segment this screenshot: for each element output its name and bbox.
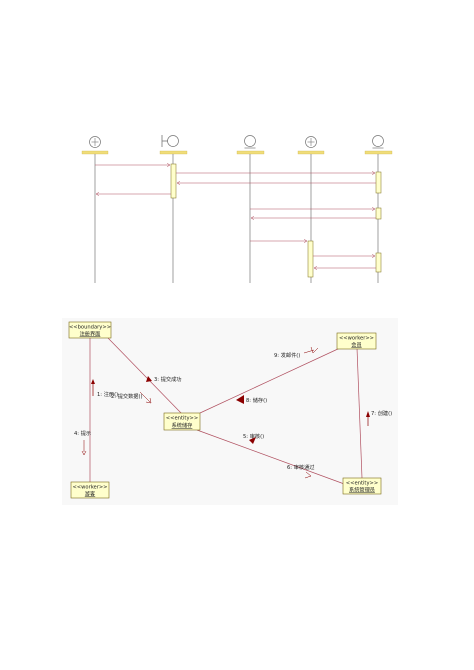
box-stereotype: <<worker>> — [72, 485, 107, 491]
box-reg-ui: <<boundary>> 注册界面 — [68, 321, 112, 339]
admin-actor-icon — [297, 136, 325, 155]
msg-review-pass: 6: 审核通过 — [287, 463, 314, 471]
msg-review: 5: 审核() — [243, 432, 264, 440]
box-stereotype: <<worker>> — [339, 336, 374, 342]
box-stereotype: <<entity>> — [346, 481, 378, 487]
arrow-submit-data-icon — [145, 397, 152, 404]
sequence-diagram — [81, 135, 393, 283]
msg-create: 7: 创建() — [371, 409, 392, 417]
arrow-create-icon — [366, 411, 370, 417]
msg-submit-success: 3: 提交成功 — [154, 375, 181, 383]
box-stereotype: <<entity>> — [166, 416, 198, 422]
box-name: 系统管理员 — [349, 486, 375, 494]
boundary-icon — [159, 135, 188, 155]
arrow-review-pass-icon — [304, 471, 312, 479]
arrow-review-icon — [249, 437, 256, 444]
box-visitor: <<worker>> 游客 — [70, 481, 110, 499]
arrow-hint-icon — [81, 450, 87, 456]
arrow-submit-success-icon — [146, 376, 152, 382]
sequence-messages — [95, 165, 376, 268]
lifelines — [94, 154, 379, 283]
box-member: <<worker>> 会员 — [336, 332, 377, 350]
box-sys-store: <<entity>> 系统储存 — [163, 412, 201, 431]
box-stereotype: <<boundary>> — [69, 325, 111, 331]
arrow-send-mail-icon — [303, 349, 315, 354]
message-arrows — [81, 346, 370, 479]
member-entity-icon — [364, 135, 393, 155]
activation-bars — [170, 163, 382, 278]
box-name: 系统储存 — [172, 421, 193, 429]
collaboration-links — [89, 337, 363, 486]
box-name: 游客 — [85, 490, 95, 498]
msg-store: 8: 储存() — [246, 396, 267, 404]
msg-register: 1: 注册() — [97, 390, 118, 398]
collaboration-diagram: <<boundary>> 注册界面 <<worker>> 会员 <<entity… — [62, 318, 398, 505]
box-sys-admin: <<entity>> 系统管理员 — [342, 477, 382, 495]
msg-submit-data: 2: 提交数据() — [111, 392, 143, 400]
message-labels: 1: 注册() 2: 提交数据() 3: 提交成功 4: 提示 5: 审核() … — [74, 351, 392, 471]
msg-hint: 4: 提示 — [74, 429, 91, 437]
box-name: 会员 — [351, 341, 361, 349]
box-name: 注册界面 — [80, 330, 101, 338]
arrow-register-icon — [91, 379, 95, 384]
arrow-store-icon — [236, 395, 244, 404]
visitor-actor-icon — [81, 136, 109, 155]
entity-icon — [236, 135, 265, 155]
msg-send-mail: 9: 发邮件() — [274, 351, 300, 359]
